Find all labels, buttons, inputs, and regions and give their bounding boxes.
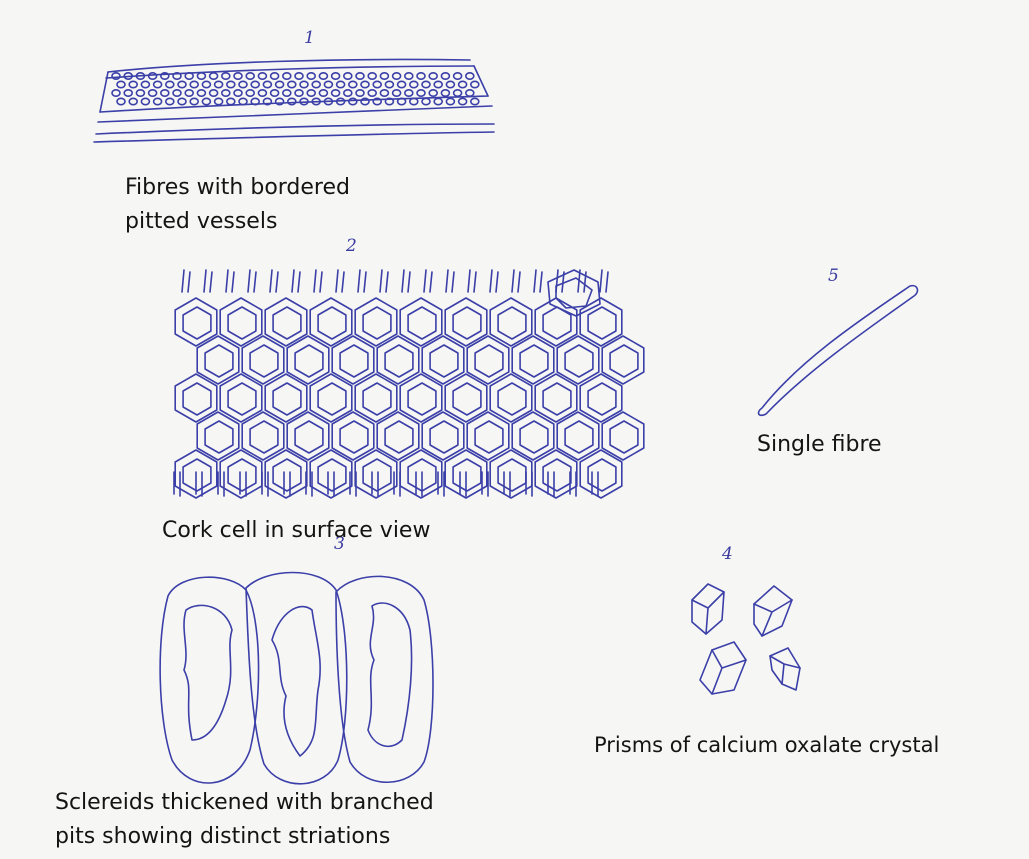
figure-number-1: 1: [304, 28, 315, 48]
cork-cell-drawing: [174, 270, 644, 498]
sclereids-drawing: [160, 573, 433, 784]
fibre-vessel-drawing: [94, 60, 494, 143]
figure-number-4: 4: [722, 544, 733, 564]
caption-fibres-line1: Fibres with bordered: [125, 171, 350, 205]
caption-crystals: Prisms of calcium oxalate crystal: [594, 728, 939, 762]
single-fibre-drawing: [759, 286, 918, 416]
crystal-prisms-drawing: [692, 584, 800, 694]
figure-number-2: 2: [346, 236, 357, 256]
caption-cork: Cork cell in surface view: [162, 514, 430, 548]
caption-single-fibre: Single fibre: [757, 428, 882, 462]
caption-fibres-line2: pitted vessels: [125, 205, 277, 239]
caption-sclereids-line2: pits showing distinct striations: [55, 820, 390, 854]
figure-number-5: 5: [828, 266, 839, 286]
caption-sclereids-line1: Sclereids thickened with branched: [55, 786, 434, 820]
